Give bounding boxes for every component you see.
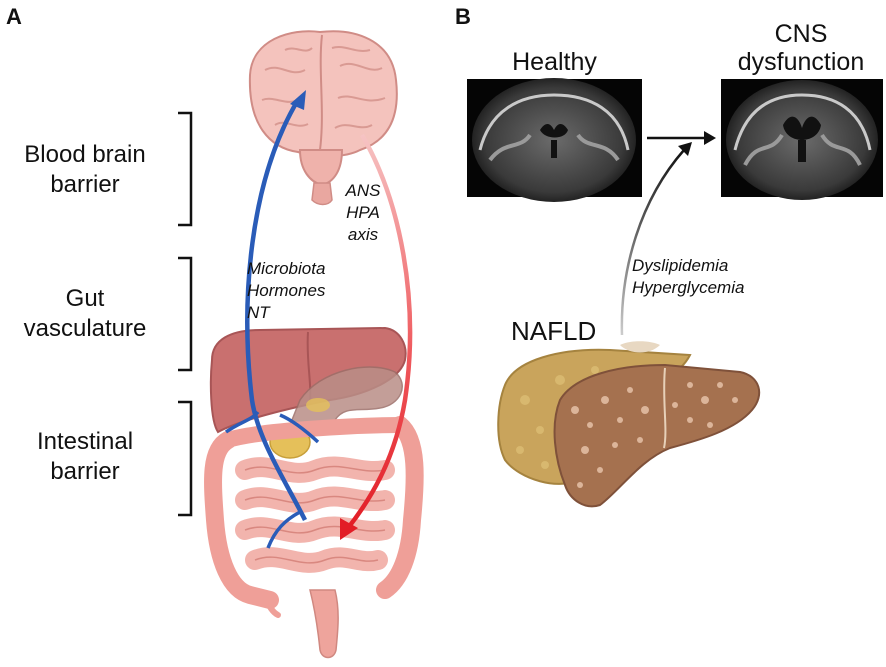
metabolic-factors-label: Dyslipidemia Hyperglycemia: [632, 255, 744, 299]
progression-arrow: [647, 131, 716, 145]
metabolic-line1: Dyslipidemia: [632, 256, 729, 275]
nafld-label: NAFLD: [511, 316, 597, 346]
label-int-line1: Intestinal: [36, 428, 134, 455]
downward-line2: HPA: [346, 203, 380, 222]
upward-line1: Microbiota: [247, 259, 326, 278]
upward-pathway-label: Microbiota Hormones NT: [247, 258, 325, 324]
downward-line1: ANS: [345, 181, 381, 200]
label-bbb-line2: barrier: [50, 171, 120, 198]
panel-label-a: A: [6, 4, 22, 29]
upward-line2: Hormones: [247, 281, 326, 300]
label-bbb-line1: Blood brain: [24, 141, 146, 168]
mri-cns-line1: CNS: [774, 20, 828, 48]
fatty-liver-illustration: [553, 341, 761, 508]
upward-pathway-arrow: [224, 90, 320, 549]
panel-label-b: B: [455, 4, 471, 29]
mri-cns-dysfunction-image: [721, 79, 883, 200]
label-intestinal-barrier: Intestinal barrier: [0, 427, 170, 487]
mri-cns-line2: dysfunction: [737, 48, 865, 76]
bracket-intestinal-barrier: [178, 400, 193, 517]
label-int-line2: barrier: [50, 458, 120, 485]
bracket-blood-brain-barrier: [178, 111, 193, 227]
nafld-to-cns-arrow: [620, 142, 692, 336]
brain-illustration: [248, 30, 398, 206]
metabolic-line2: Hyperglycemia: [632, 278, 745, 297]
downward-line3: axis: [347, 225, 379, 244]
bracket-gut-vasculature: [178, 256, 193, 372]
label-gut-line2: vasculature: [23, 315, 147, 342]
mri-healthy-image: [467, 78, 642, 202]
downward-pathway-arrow: [340, 133, 413, 540]
label-blood-brain-barrier: Blood brain barrier: [0, 140, 170, 200]
upward-line3: NT: [247, 303, 270, 322]
mri-cns-title: CNS dysfunction: [716, 20, 886, 76]
mri-healthy-title: Healthy: [512, 48, 597, 76]
label-gut-line1: Gut: [65, 285, 105, 312]
digestive-organs-illustration: [204, 326, 424, 659]
label-gut-vasculature: Gut vasculature: [0, 284, 170, 344]
downward-pathway-label: ANS HPA axis: [338, 180, 388, 246]
